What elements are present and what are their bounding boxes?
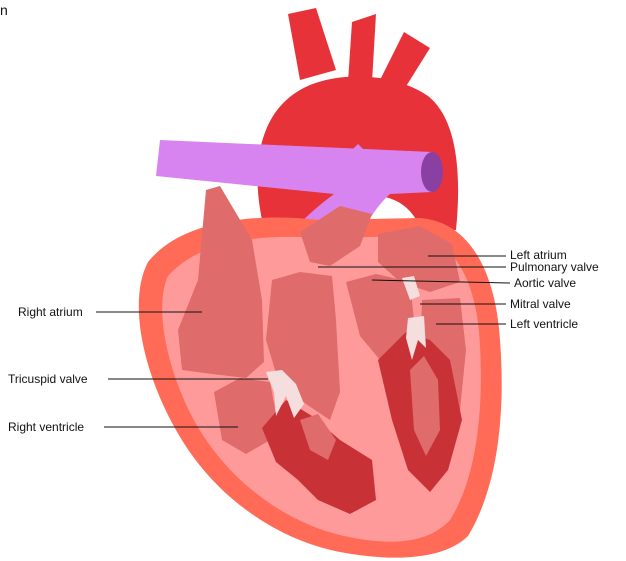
label-aortic-valve: Aortic valve [514, 276, 576, 290]
label-left-ventricle: Left ventricle [510, 317, 578, 331]
aorta-branch-1 [288, 8, 336, 80]
label-right-atrium: Right atrium [18, 305, 83, 319]
pulmonary-artery-opening [421, 152, 443, 192]
aorta-branch-2 [348, 14, 376, 82]
label-pulmonary-valve: Pulmonary valve [510, 260, 599, 274]
label-tricuspid-valve: Tricuspid valve [8, 372, 88, 386]
label-mitral-valve: Mitral valve [510, 297, 571, 311]
label-right-ventricle: Right ventricle [8, 420, 84, 434]
